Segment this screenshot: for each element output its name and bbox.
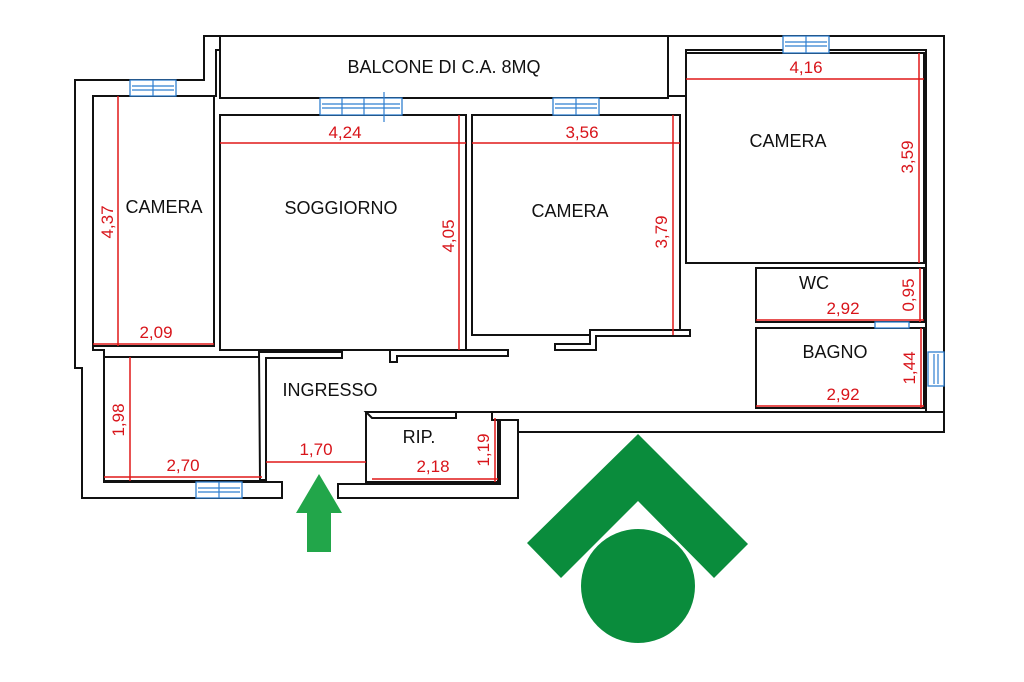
label-balcony: BALCONE DI C.A. 8MQ — [347, 57, 540, 77]
window-camera-center — [552, 97, 600, 116]
room-ripostiglio — [365, 411, 499, 483]
corridor-wall — [491, 411, 945, 433]
window-bagno — [927, 351, 945, 387]
ingresso-wall — [257, 351, 343, 481]
entrance-arrow-icon — [296, 474, 342, 552]
dim-bagno-width: 2,92 — [826, 385, 859, 404]
window-camera-right — [782, 35, 830, 54]
label-camera-center: CAMERA — [531, 201, 608, 221]
label-camera-left: CAMERA — [125, 197, 202, 217]
label-ingresso: INGRESSO — [282, 380, 377, 400]
dim-camera-right-height: 3,59 — [898, 140, 917, 173]
room-soggiorno — [219, 114, 467, 351]
dim-wc-width: 2,92 — [826, 299, 859, 318]
label-wc: WC — [799, 273, 829, 293]
room-wc — [755, 267, 925, 323]
room-camera-right — [685, 52, 925, 264]
dim-rip-height: 1,19 — [474, 433, 493, 466]
label-soggiorno: SOGGIORNO — [284, 198, 397, 218]
dim-rip-width: 2,18 — [416, 457, 449, 476]
soggiorno-bottom-wall — [389, 349, 509, 363]
window-wc — [874, 321, 910, 329]
room-camera-left — [92, 95, 215, 347]
dim-camera-right-width: 4,16 — [789, 58, 822, 77]
dim-camera-left-width: 2,09 — [139, 323, 172, 342]
dim-camera-center-height: 3,79 — [652, 215, 671, 248]
dim-soggiorno-height: 4,05 — [439, 219, 458, 252]
dim-wc-height: 0,95 — [899, 278, 918, 311]
window-camera-left — [129, 79, 177, 97]
label-bagno: BAGNO — [802, 342, 867, 362]
room-bagno — [755, 327, 925, 409]
window-soggiorno — [319, 92, 403, 122]
agency-logo-icon — [527, 434, 748, 643]
rip-top-wall — [363, 411, 457, 419]
label-camera-right: CAMERA — [749, 131, 826, 151]
window-small-left — [195, 481, 243, 499]
dim-small-left-height: 1,98 — [109, 403, 128, 436]
camera-center-bottom-wall — [554, 329, 691, 351]
room-camera-center — [471, 114, 681, 336]
balcony — [219, 35, 669, 99]
dim-soggiorno-width: 4,24 — [328, 123, 361, 142]
dim-small-left-width: 2,70 — [166, 456, 199, 475]
dim-bagno-height: 1,44 — [900, 351, 919, 384]
label-ripostiglio: RIP. — [403, 427, 436, 447]
dim-camera-left-height: 4,37 — [98, 205, 117, 238]
dim-ingresso-width: 1,70 — [299, 440, 332, 459]
dim-camera-center-width: 3,56 — [565, 123, 598, 142]
